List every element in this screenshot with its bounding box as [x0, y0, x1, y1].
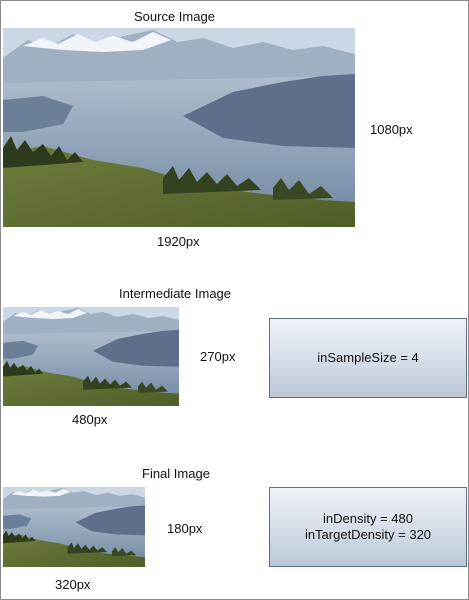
sample-size-text: inSampleSize = 4 [317, 350, 419, 365]
intermediate-height-label: 270px [200, 349, 236, 364]
final-height-label: 180px [167, 521, 203, 536]
sample-size-box: inSampleSize = 4 [269, 318, 467, 398]
density-box: inDensity = 480 inTargetDensity = 320 [269, 487, 467, 567]
intermediate-image-title: Intermediate Image [119, 286, 232, 301]
final-landscape-image [3, 487, 145, 567]
in-density-text: inDensity = 480 [323, 511, 413, 526]
final-image-title: Final Image [142, 466, 210, 481]
final-width-label: 320px [55, 577, 91, 592]
source-image-title: Source Image [134, 9, 215, 24]
intermediate-landscape-image [3, 307, 179, 406]
source-height-label: 1080px [370, 122, 413, 137]
source-landscape-image [3, 28, 355, 227]
source-width-label: 1920px [157, 234, 200, 249]
in-target-density-text: inTargetDensity = 320 [304, 527, 432, 542]
intermediate-width-label: 480px [72, 412, 108, 427]
